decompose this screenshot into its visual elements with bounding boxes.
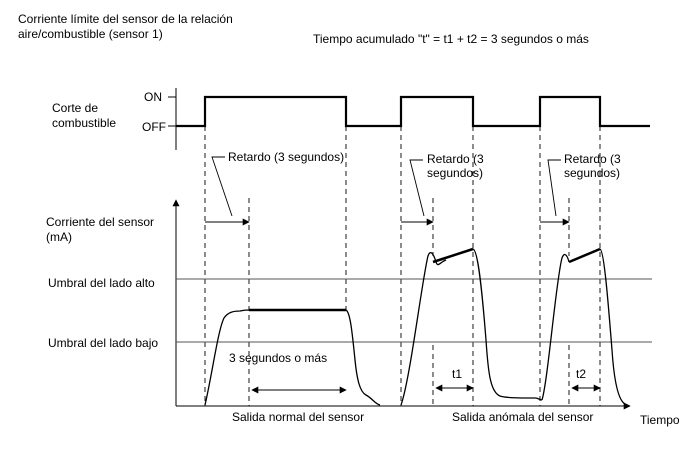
delay-label-2-line1: Retardo (3 — [427, 152, 484, 166]
normal-sensor-output-waveform — [204, 309, 381, 406]
delay-leader-lines — [211, 156, 561, 217]
time-axis-label: Tiempo — [640, 413, 680, 427]
abnormal-output-rise-1 — [432, 247, 474, 264]
abnormal-output-rise-2 — [568, 247, 601, 264]
diagram-title-line2: aire/combustible (sensor 1) — [18, 27, 163, 41]
delay-label-3-line2: segundos) — [564, 166, 620, 180]
abnormal-sensor-output-waveform-1 — [400, 251, 447, 406]
high-threshold-label: Umbral del lado alto — [48, 276, 155, 290]
abnormal-output-label: Salida anómala del sensor — [452, 410, 593, 424]
abnormal-sensor-output-waveform-2 — [541, 253, 570, 401]
fuel-cut-label-line1: Corte de — [52, 101, 98, 115]
delay-label-3-line1: Retardo (3 — [564, 152, 621, 166]
three-seconds-label: 3 segundos o más — [229, 351, 327, 365]
cumulative-time-note: Tiempo acumulado "t" = t1 + t2 = 3 segun… — [313, 32, 589, 46]
t2-label: t2 — [576, 367, 586, 381]
fuel-cut-on-label: ON — [144, 90, 162, 104]
fuel-cut-waveform — [176, 95, 650, 128]
low-threshold-label: Umbral del lado bajo — [48, 336, 158, 350]
delay-label-1: Retardo (3 segundos) — [228, 150, 344, 164]
normal-output-label: Salida normal del sensor — [232, 410, 364, 424]
current-axis-label-line1: Corriente del sensor — [46, 215, 154, 229]
current-axis-label-line2: (mA) — [46, 230, 72, 244]
abnormal-output-fall-2 — [599, 248, 626, 405]
t1-label: t1 — [452, 367, 462, 381]
fuel-cut-off-label: OFF — [142, 120, 166, 134]
diagram-title-line1: Corriente límite del sensor de la relaci… — [18, 12, 233, 26]
fuel-cut-label-line2: combustible — [52, 116, 116, 130]
delay-label-2-line2: segundos) — [427, 166, 483, 180]
abnormal-output-fall-1 — [472, 248, 543, 401]
